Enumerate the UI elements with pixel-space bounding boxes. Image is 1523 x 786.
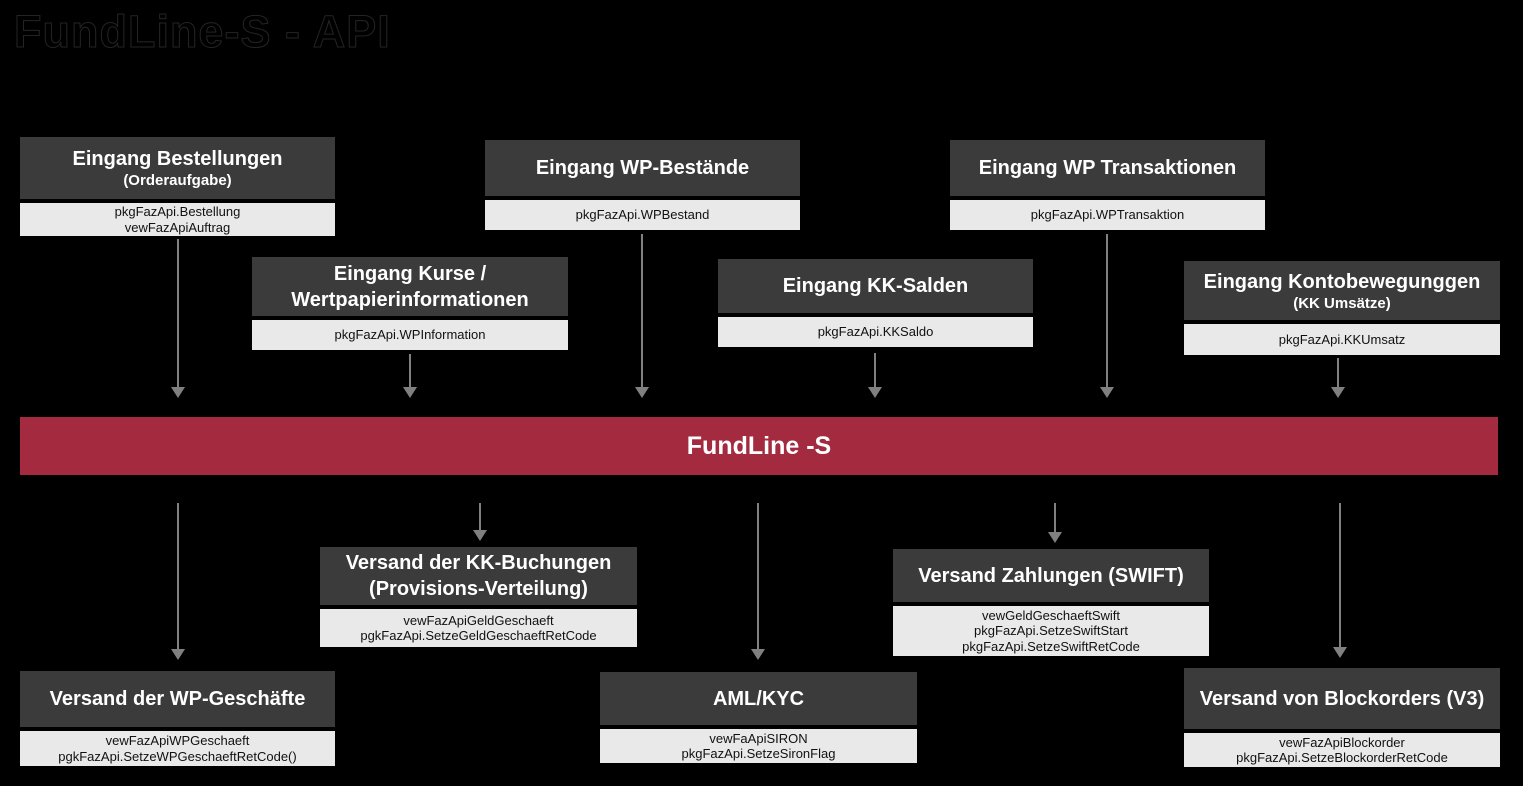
box-header: Versand der KK-Buchungen (Provisions-Ver… — [320, 547, 637, 605]
flow-arrow-kurse-to-fundline — [403, 354, 417, 398]
box-header: Eingang WP Transaktionen — [950, 140, 1265, 196]
flow-arrow-fundline-to-wp-geschaefte — [171, 503, 185, 660]
flow-arrow-wp-transaktionen-to-fundline — [1100, 234, 1114, 398]
box-api-list: vewFazApiWPGeschaeft pgkFazApi.SetzeWPGe… — [20, 731, 335, 766]
box-api-list: vewFazApiBlockorder pkgFazApi.SetzeBlock… — [1184, 733, 1500, 767]
input-box-bestellungen: Eingang Bestellungen (Orderaufgabe) pkgF… — [20, 137, 335, 236]
box-header: Eingang Kurse / Wertpapierinformationen — [252, 257, 568, 316]
box-title: Versand von Blockorders (V3) — [1199, 687, 1485, 710]
output-box-wp-geschaefte: Versand der WP-Geschäfte vewFazApiWPGesc… — [20, 671, 335, 766]
flow-arrow-fundline-to-aml-kyc — [751, 503, 765, 660]
flow-arrow-bestellungen-to-fundline — [171, 239, 185, 398]
box-header: Eingang WP-Bestände — [485, 140, 800, 196]
api-name: vewGeldGeschaeftSwift — [981, 607, 1120, 623]
box-subtitle: (KK Umsätze) — [1293, 294, 1391, 312]
output-box-kk-buchungen: Versand der KK-Buchungen (Provisions-Ver… — [320, 547, 637, 647]
flow-arrow-fundline-to-swift — [1048, 503, 1062, 543]
box-title: Versand der WP-Geschäfte — [49, 688, 306, 710]
box-api-list: pkgFazApi.KKUmsatz — [1184, 324, 1500, 355]
api-name: pgkFazApi.SetzeWPGeschaeftRetCode() — [58, 748, 297, 764]
box-header: Versand der WP-Geschäfte — [20, 671, 335, 727]
box-api-list: vewGeldGeschaeftSwift pkgFazApi.SetzeSwi… — [893, 606, 1209, 656]
api-name: pkgFazApi.SetzeBlockorderRetCode — [1236, 750, 1448, 765]
box-api-list: vewFazApiGeldGeschaeft pgkFazApi.SetzeGe… — [320, 609, 637, 647]
api-name: pkgFazApi.KKSaldo — [817, 324, 934, 340]
box-header: Eingang Bestellungen (Orderaufgabe) — [20, 137, 335, 199]
box-title: AML/KYC — [712, 687, 805, 710]
input-box-wp-bestaende: Eingang WP-Bestände pkgFazApi.WPBestand — [485, 140, 800, 230]
box-subtitle: (Orderaufgabe) — [123, 172, 232, 189]
flow-arrow-wp-bestaende-to-fundline — [635, 234, 649, 398]
input-box-kurse-wertpapierinformationen: Eingang Kurse / Wertpapierinformationen … — [252, 257, 568, 350]
box-api-list: vewFaApiSIRON pkgFazApi.SetzeSironFlag — [600, 729, 917, 763]
api-name: pgkFazApi.SetzeGeldGeschaeftRetCode — [360, 628, 597, 643]
box-header: Eingang KK-Salden — [718, 259, 1033, 313]
box-title: Eingang Kontobewegunggen — [1203, 270, 1481, 293]
box-api-list: pkgFazApi.WPInformation — [252, 320, 568, 350]
box-title: Eingang KK-Salden — [782, 275, 969, 297]
api-name: vewFazApiGeldGeschaeft — [403, 612, 554, 628]
api-name: pkgFazApi.SetzeSwiftStart — [974, 623, 1128, 639]
api-name: pkgFazApi.SetzeSironFlag — [681, 746, 836, 761]
flow-arrow-kk-salden-to-fundline — [868, 353, 882, 398]
fundline-central-bar: FundLine -S — [20, 417, 1498, 475]
input-box-kk-salden: Eingang KK-Salden pkgFazApi.KKSaldo — [718, 259, 1033, 347]
api-name: pkgFazApi.WPBestand — [575, 207, 710, 223]
output-box-aml-kyc: AML/KYC vewFaApiSIRON pkgFazApi.SetzeSir… — [600, 672, 917, 763]
box-title: Eingang WP-Bestände — [535, 157, 750, 179]
page-title: FundLine-S - API — [14, 6, 391, 58]
box-title: Eingang WP Transaktionen — [978, 157, 1237, 179]
box-header: Eingang Kontobewegunggen (KK Umsätze) — [1184, 261, 1500, 320]
box-title: Eingang Bestellungen — [72, 148, 283, 170]
box-api-list: pkgFazApi.WPTransaktion — [950, 200, 1265, 230]
api-name: pkgFazApi.KKUmsatz — [1278, 331, 1406, 347]
box-header: Versand Zahlungen (SWIFT) — [893, 549, 1209, 602]
flow-arrow-kontobewegungen-to-fundline — [1331, 358, 1345, 398]
input-box-kontobewegungen: Eingang Kontobewegunggen (KK Umsätze) pk… — [1184, 261, 1500, 355]
box-api-list: pkgFazApi.KKSaldo — [718, 317, 1033, 347]
api-name: vewFazApiBlockorder — [1279, 734, 1405, 750]
box-header: AML/KYC — [600, 672, 917, 725]
input-box-wp-transaktionen: Eingang WP Transaktionen pkgFazApi.WPTra… — [950, 140, 1265, 230]
api-name: vewFazApiAuftrag — [124, 219, 231, 235]
api-name: pkgFazApi.WPInformation — [334, 327, 486, 343]
box-api-list: pkgFazApi.WPBestand — [485, 200, 800, 230]
output-box-zahlungen-swift: Versand Zahlungen (SWIFT) vewGeldGeschae… — [893, 549, 1209, 656]
box-api-list: pkgFazApi.Bestellung vewFazApiAuftrag — [20, 203, 335, 236]
box-title: Versand Zahlungen (SWIFT) — [918, 564, 1184, 587]
api-name: vewFazApiWPGeschaeft — [105, 733, 250, 748]
api-name: pkgFazApi.SetzeSwiftRetCode — [962, 638, 1140, 654]
box-title: Eingang Kurse / Wertpapierinformationen — [291, 262, 529, 311]
flow-arrow-fundline-to-kk-buchungen — [473, 503, 487, 541]
box-header: Versand von Blockorders (V3) — [1184, 668, 1500, 729]
api-name: vewFaApiSIRON — [709, 730, 808, 746]
box-title: Versand der KK-Buchungen (Provisions-Ver… — [345, 552, 612, 600]
api-name: pkgFazApi.Bestellung — [114, 204, 241, 219]
flow-arrow-fundline-to-blockorders — [1333, 503, 1347, 658]
output-box-blockorders: Versand von Blockorders (V3) vewFazApiBl… — [1184, 668, 1500, 767]
api-name: pkgFazApi.WPTransaktion — [1030, 207, 1185, 223]
